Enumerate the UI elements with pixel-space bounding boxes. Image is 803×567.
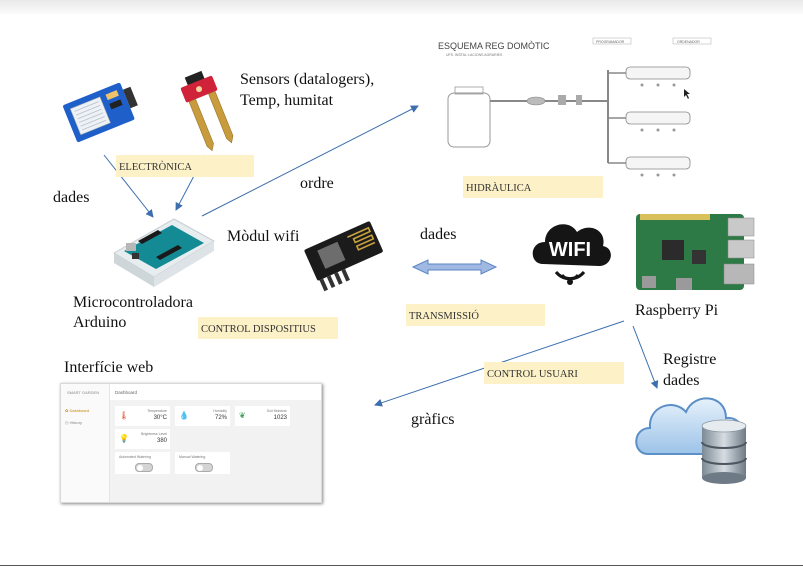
wifi-word: WIFI xyxy=(549,239,591,261)
arduino-board-image xyxy=(113,218,216,287)
plant-icon: ✿ xyxy=(65,408,70,413)
wifi-module-image xyxy=(304,221,383,292)
top-bar xyxy=(0,0,803,14)
arrow-sensor1-to-arduino xyxy=(103,154,154,218)
web-card-humidity: 💧 Humidity 72% xyxy=(175,406,230,426)
manual-watering-toggle[interactable] xyxy=(195,463,213,472)
double-arrow-transmission xyxy=(411,259,498,275)
web-card-auto-watering: Automated Watering xyxy=(115,452,170,474)
web-nav-dashboard[interactable]: ✿ Dashboard xyxy=(65,408,89,413)
arrow-arduino-to-hydraulics xyxy=(201,105,419,217)
tag-control-usuari: CONTROL USUARI xyxy=(484,362,624,384)
web-soil-value: 1023 xyxy=(273,415,287,421)
sensors-label: Sensors (datalogers), xyxy=(240,71,375,88)
web-manual-label: Manual Watering xyxy=(179,455,206,459)
modul-wifi-label: Mòdul wifi xyxy=(227,228,300,245)
web-card-manual-watering: Manual Watering xyxy=(175,452,230,474)
tag-control-dispositius: CONTROL DISPOSITIUS xyxy=(198,317,338,339)
web-brightness-value: 380 xyxy=(156,438,167,444)
web-auto-label: Automated Watering xyxy=(119,455,151,459)
web-sidebar xyxy=(61,384,110,502)
irrigation-schematic-image: ESQUEMA REG DOMÒTIC UFS. INSTAL·LACIONS … xyxy=(438,37,712,177)
dades-mid-label: dades xyxy=(420,226,457,243)
bulb-icon: 💡 xyxy=(119,434,129,443)
tag-electronica: ELECTRÒNICA xyxy=(116,155,254,177)
sensors-sublabel: Temp, humitat xyxy=(240,92,334,109)
web-humidity-value: 72% xyxy=(214,415,227,421)
web-card-soil: ❦ Soil Moisture 1023 xyxy=(235,406,290,426)
arrow-raspberry-to-database xyxy=(632,325,659,389)
web-nav-history[interactable]: ◷ History xyxy=(65,420,82,425)
wifi-cloud-image: WIFI xyxy=(532,224,611,285)
web-card-temperature: 🌡 Temperature 30°C xyxy=(115,406,170,426)
tag-hidraulica: HIDRÀULICA xyxy=(463,176,603,198)
grafics-label: gràfics xyxy=(411,411,455,428)
sprout-icon: ❦ xyxy=(239,411,246,420)
micro-label-line1: Microcontroladora xyxy=(73,294,193,311)
schematic-subtitle: UFS. INSTAL·LACIONS AGRARIES xyxy=(446,53,503,57)
soil-moisture-sensor-image xyxy=(180,70,234,152)
web-brightness-label: Brightness Level xyxy=(141,432,167,436)
web-card-brightness: 💡 Brightness Level 380 xyxy=(115,429,170,449)
registre-label-line1: Registre xyxy=(663,351,717,368)
clock-icon: ◷ xyxy=(65,420,70,425)
web-nav-history-label: History xyxy=(69,420,83,425)
thermometer-icon: 🌡 xyxy=(119,411,130,420)
cloud-database-image xyxy=(635,397,747,484)
interficie-label: Interfície web xyxy=(64,359,154,376)
web-soil-label: Soil Moisture xyxy=(266,409,287,413)
schematic-ordenador: ORDENADOR xyxy=(677,40,700,44)
micro-label-line2: Arduino xyxy=(73,314,127,331)
web-interface-screenshot: SMART GARDEN ✿ Dashboard ◷ History Dashb… xyxy=(60,383,322,503)
schematic-programador: PROGRAMADOR xyxy=(596,40,625,44)
web-nav-dashboard-label: Dashboard xyxy=(69,408,90,413)
web-temperature-value: 30°C xyxy=(153,415,167,421)
auto-watering-toggle[interactable] xyxy=(135,463,153,472)
dades-left-label: dades xyxy=(53,189,90,206)
temperature-sensor-image xyxy=(63,82,138,143)
droplet-icon: 💧 xyxy=(179,411,189,420)
registre-label-line2: dades xyxy=(663,372,700,389)
bottom-divider xyxy=(0,565,803,566)
raspberry-pi-image xyxy=(636,214,755,290)
web-humidity-label: Humidity xyxy=(213,409,227,413)
schematic-title: ESQUEMA REG DOMÒTIC xyxy=(438,41,550,51)
web-temperature-label: Temperature xyxy=(147,409,167,413)
web-brand: SMART GARDEN xyxy=(67,390,100,395)
raspberry-label: Raspberry Pi xyxy=(635,302,719,319)
tag-transmissio: TRANSMISSIÓ xyxy=(406,304,545,326)
web-page-title: Dashboard xyxy=(115,390,138,395)
ordre-label: ordre xyxy=(300,175,334,192)
